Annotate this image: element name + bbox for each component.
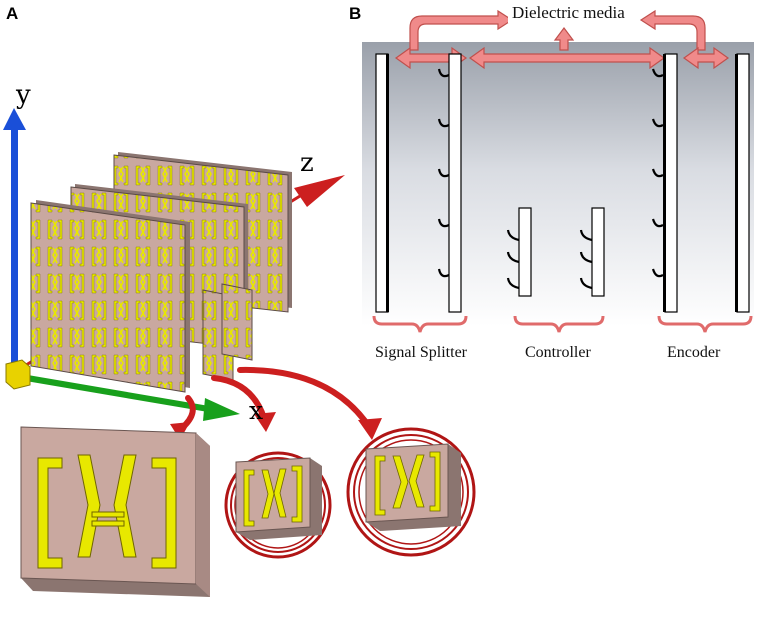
- bracket-encoder: [657, 315, 753, 333]
- bracket-controller: [513, 315, 605, 333]
- slab-splitter-left: [375, 53, 389, 313]
- unit-cell-large: [20, 426, 210, 597]
- unit-cell-ring-2: [346, 427, 476, 557]
- encoder-label: Encoder: [667, 344, 721, 361]
- x-axis-label: x: [249, 396, 264, 425]
- controller-label: Controller: [525, 344, 591, 361]
- panel-b-letter: B: [349, 4, 362, 23]
- zoom-arrowheads: [170, 412, 382, 440]
- slab-controller-right: [579, 207, 605, 297]
- slab-small-2: [221, 283, 253, 361]
- panel-a: [3, 108, 476, 597]
- origin-cube: [5, 359, 31, 390]
- slab-splitter-right: [437, 53, 462, 313]
- y-axis-label: y: [16, 80, 31, 110]
- slab-controller-left: [506, 207, 532, 297]
- slab-encoder-left: [651, 53, 678, 313]
- srr-resonator-large: [37, 454, 177, 569]
- slab-stack: [30, 152, 292, 393]
- y-axis-arrow: [3, 108, 26, 368]
- slab-front: [30, 200, 190, 393]
- bracket-signal-splitter: [372, 315, 468, 333]
- z-axis-label: z: [300, 148, 314, 178]
- zoom-arrow-2: [211, 375, 267, 421]
- panel-a-letter: A: [6, 4, 19, 23]
- signal-splitter-label: Signal Splitter: [375, 344, 467, 361]
- panel-b: [362, 9, 754, 333]
- x-axis-arrow: [20, 374, 240, 421]
- panel-b-background: [362, 42, 754, 326]
- unit-cell-ring-1: [224, 451, 332, 559]
- zoom-arrow-3: [237, 366, 373, 431]
- slab-encoder-right: [735, 53, 750, 313]
- region-brackets: [372, 315, 753, 333]
- dielectric-media-label: Dielectric media: [508, 3, 629, 23]
